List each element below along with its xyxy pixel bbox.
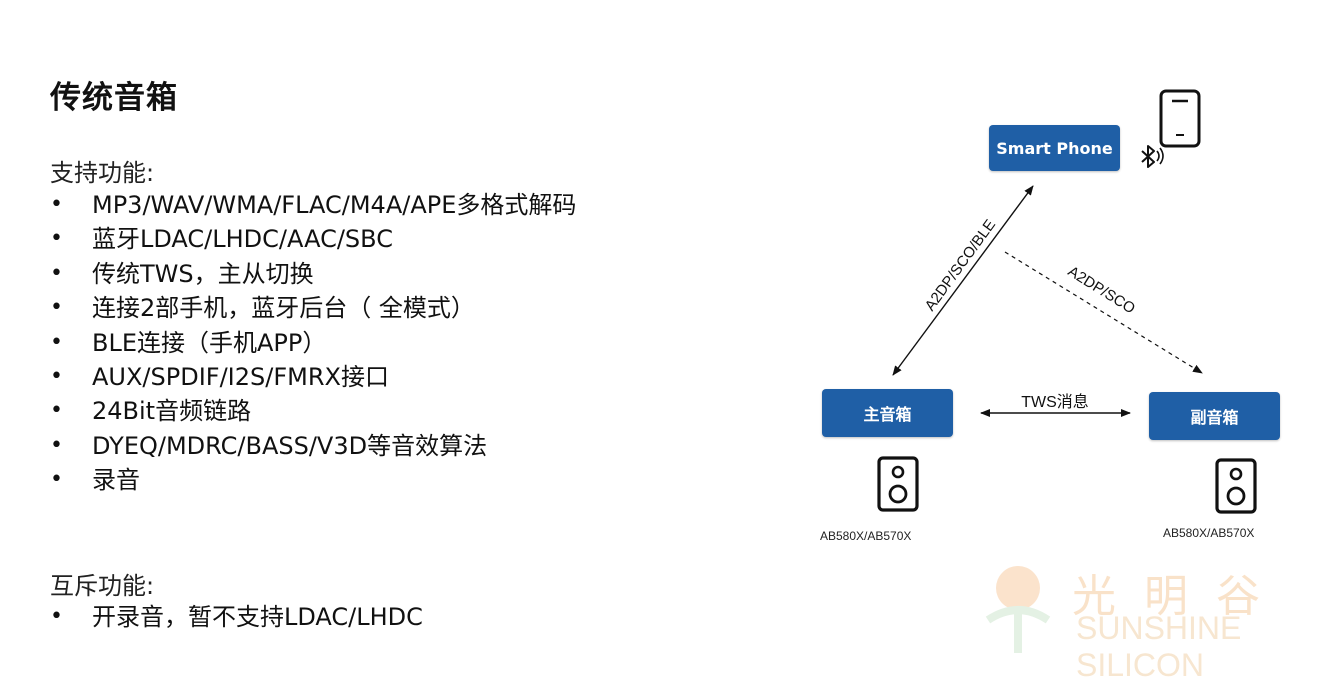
bullet-marker: • <box>50 398 63 424</box>
watermark-en: SUNSHINE SILICON <box>1076 610 1242 683</box>
edge-phone-master <box>892 185 1034 376</box>
bullet-marker: • <box>50 226 63 252</box>
bullet-marker: • <box>50 260 63 286</box>
bullet-marker: • <box>50 363 63 389</box>
feature-item: • AUX/SPDIF/I2S/FMRX接口 <box>50 360 576 394</box>
feature-item: • BLE连接（手机APP） <box>50 326 576 360</box>
feature-item-text: 连接2部手机，蓝牙后台（ 全模式） <box>92 294 475 323</box>
feature-item-text: 蓝牙LDAC/LHDC/AAC/SBC <box>92 225 393 254</box>
conflicts-heading: 互斥功能: <box>50 572 155 600</box>
edge-label-phone-slave: A2DP/SCO <box>1065 263 1138 318</box>
page-title: 传统音箱 <box>50 80 178 116</box>
feature-item: • 录音 <box>50 463 576 497</box>
edge-label-phone-master: A2DP/SCO/BLE <box>922 217 999 315</box>
master-chip-label: AB580X/AB570X <box>820 529 912 543</box>
feature-item: • 连接2部手机，蓝牙后台（ 全模式） <box>50 291 576 325</box>
conflict-item: • 开录音，暂不支持LDAC/LHDC <box>50 600 423 634</box>
edge-label-master-slave: TWS消息 <box>1021 393 1089 411</box>
feature-item-text: AUX/SPDIF/I2S/FMRX接口 <box>92 362 389 391</box>
bullet-marker: • <box>50 467 63 493</box>
feature-item-text: 24Bit音频链路 <box>92 397 252 426</box>
feature-item-text: 传统TWS，主从切换 <box>92 259 314 288</box>
watermark-logo <box>985 566 1051 653</box>
watermark-cn: 光明谷 <box>1072 571 1288 622</box>
feature-item: • 传统TWS，主从切换 <box>50 257 576 291</box>
bullet-marker: • <box>50 432 63 458</box>
feature-item-text: MP3/WAV/WMA/FLAC/M4A/APE多格式解码 <box>92 191 577 219</box>
bullet-marker: • <box>50 329 63 355</box>
feature-item: • 24Bit音频链路 <box>50 394 576 428</box>
feature-item: • DYEQ/MDRC/BASS/V3D等音效算法 <box>50 429 576 463</box>
slave-speaker-icon <box>1215 458 1257 514</box>
node-slave-speaker: 副音箱 <box>1149 392 1280 440</box>
bullet-marker: • <box>50 604 63 629</box>
bullet-marker: • <box>50 295 63 321</box>
feature-item-text: DYEQ/MDRC/BASS/V3D等音效算法 <box>92 431 488 460</box>
feature-item-text: BLE连接（手机APP） <box>92 328 327 357</box>
master-speaker-icon <box>877 456 919 512</box>
watermark: 光明谷 SUNSHINE SILICON <box>980 560 1330 683</box>
feature-item: • 蓝牙LDAC/LHDC/AAC/SBC <box>50 222 576 256</box>
slave-chip-label: AB580X/AB570X <box>1163 526 1255 540</box>
feature-list: • MP3/WAV/WMA/FLAC/M4A/APE多格式解码 • 蓝牙LDAC/LH… <box>50 188 576 498</box>
bluetooth-icon <box>1141 145 1164 168</box>
node-master-speaker: 主音箱 <box>822 389 953 437</box>
conflict-list: • 开录音，暂不支持LDAC/LHDC <box>50 600 423 634</box>
smartphone-icon <box>1159 89 1201 148</box>
network-diagram: A2DP/SCO/BLE A2DP/SCO TWS消息 <box>877 89 1257 514</box>
features-heading: 支持功能: <box>50 159 155 187</box>
feature-item: • MP3/WAV/WMA/FLAC/M4A/APE多格式解码 <box>50 188 576 222</box>
edge-phone-slave <box>1004 251 1203 374</box>
feature-item-text: 录音 <box>92 466 140 495</box>
conflict-item-text: 开录音，暂不支持LDAC/LHDC <box>92 603 423 631</box>
bullet-marker: • <box>50 192 63 217</box>
node-smart-phone: Smart Phone <box>989 125 1120 171</box>
